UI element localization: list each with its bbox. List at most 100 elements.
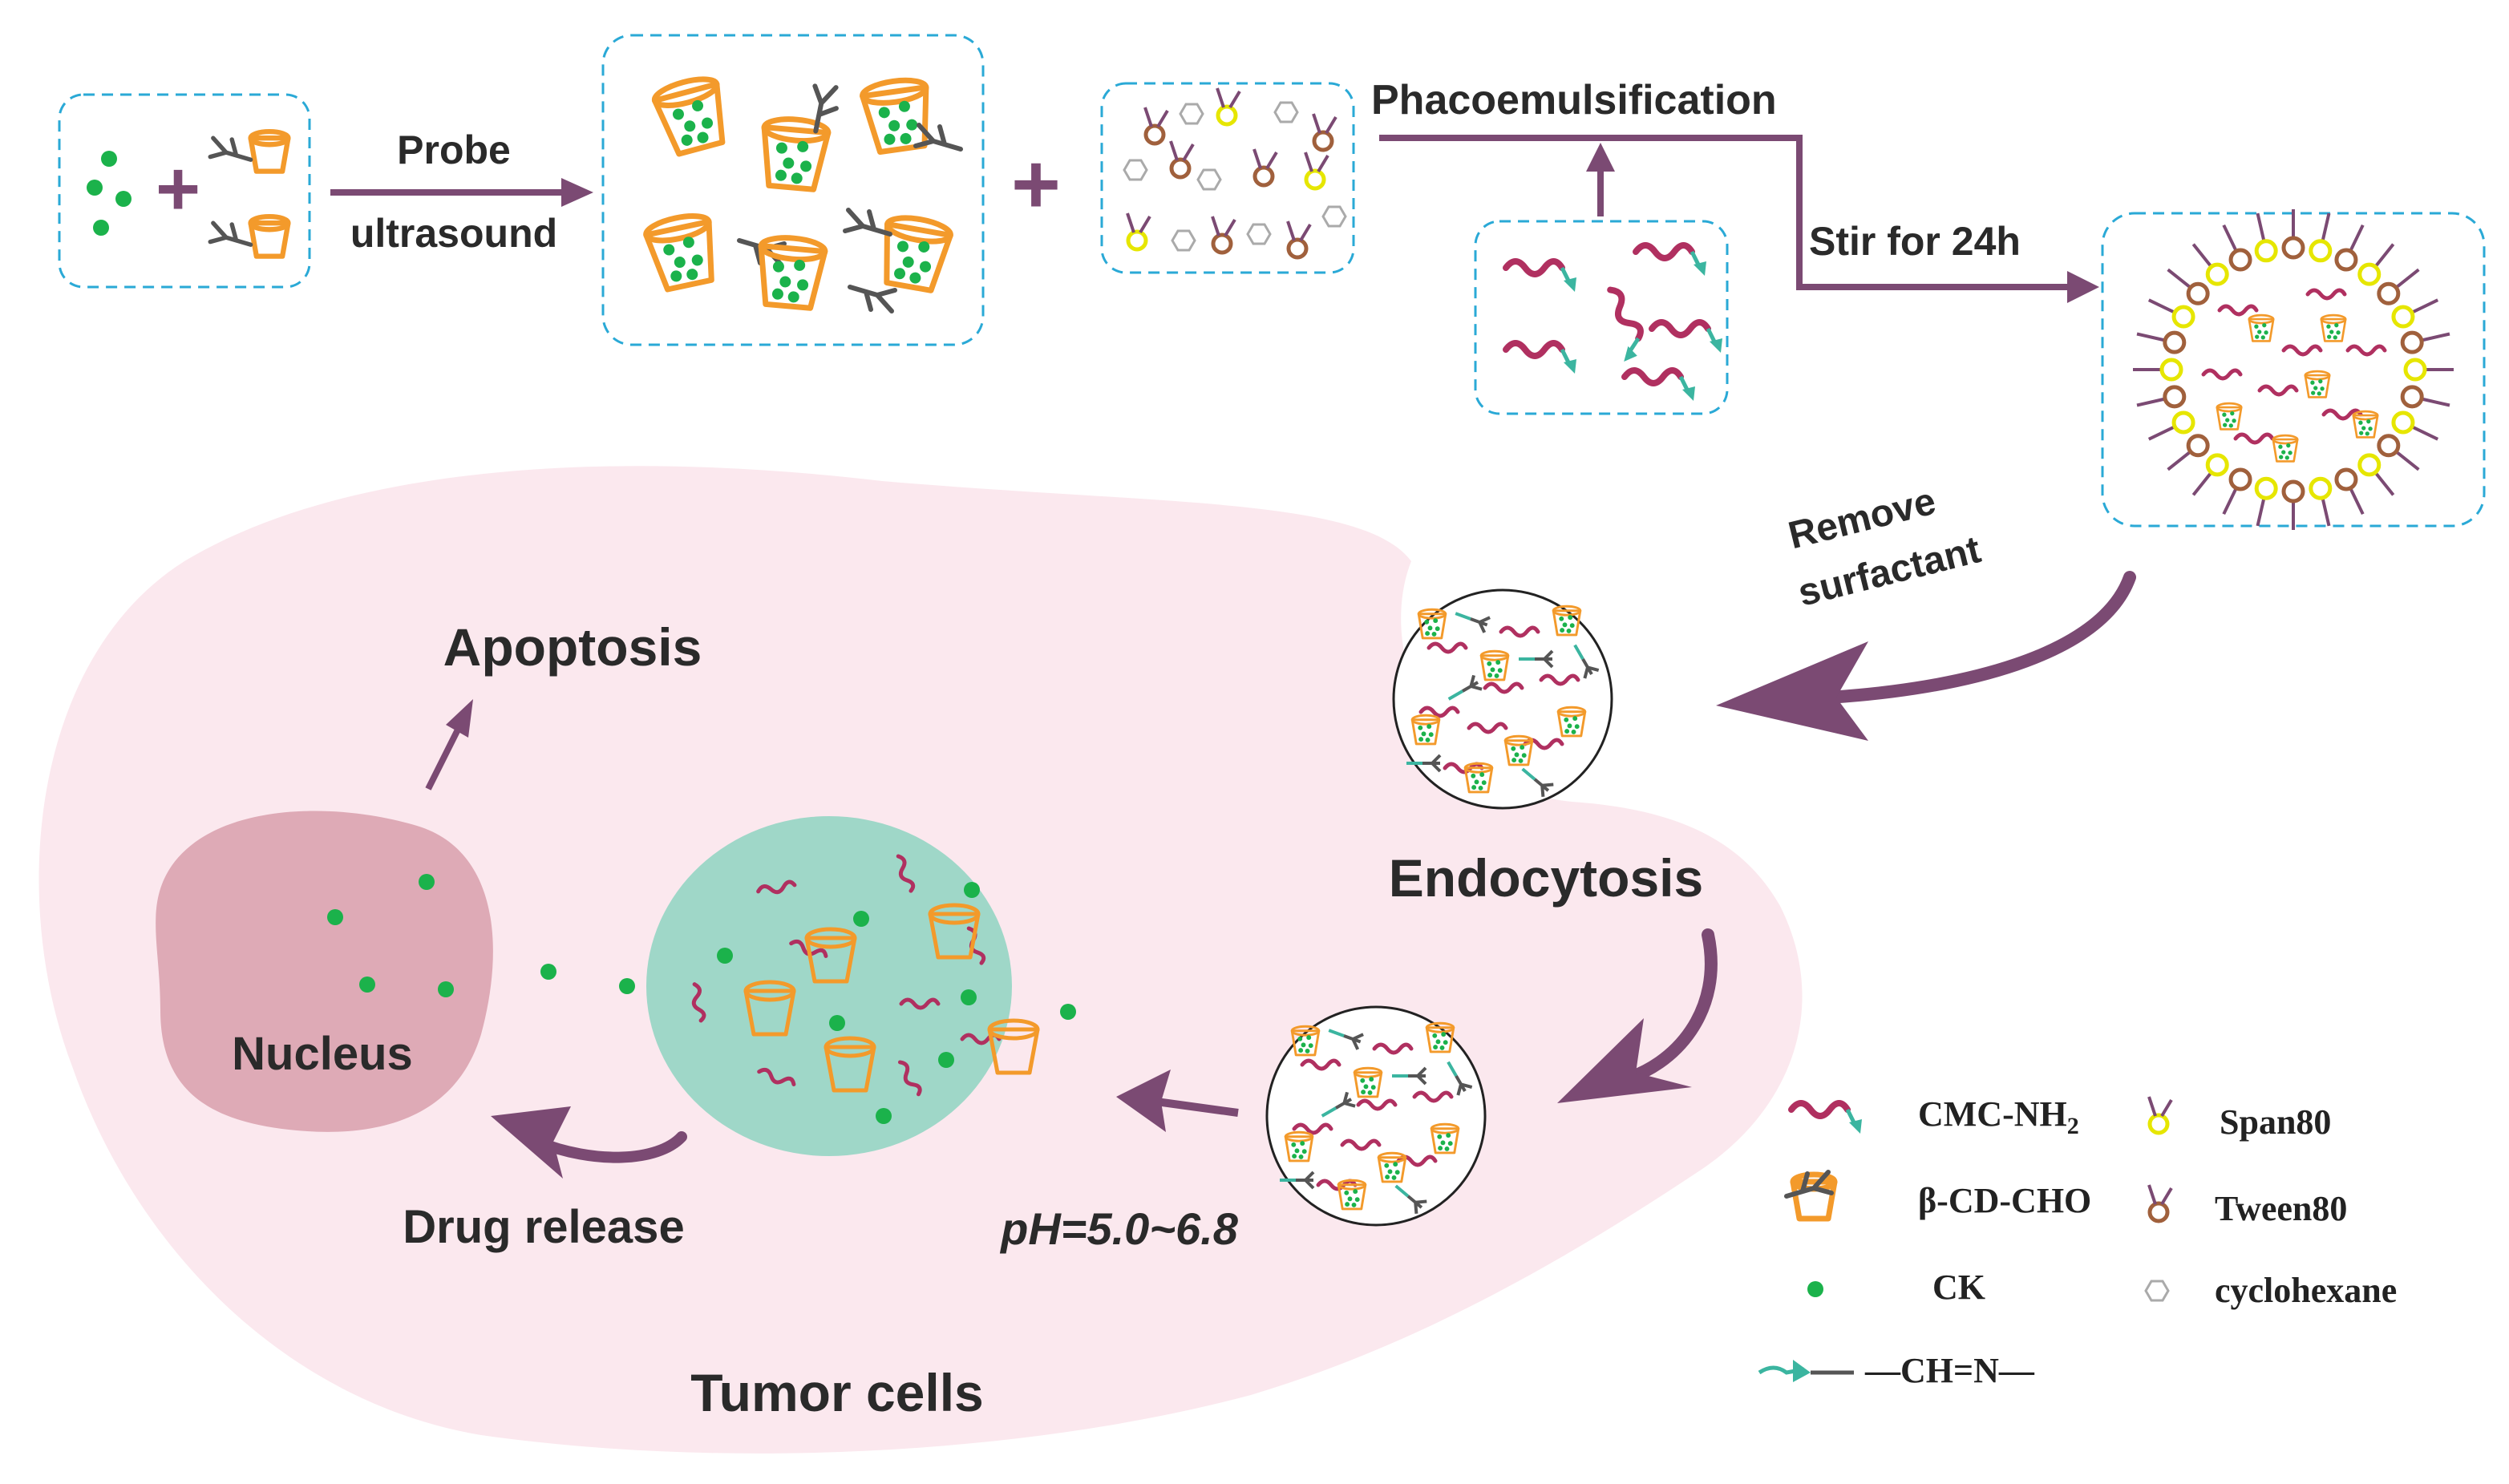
span80-head <box>2171 305 2195 329</box>
cmc-icon <box>1506 343 1576 374</box>
span80-icon <box>1305 152 1328 188</box>
box-cmc <box>1474 220 1729 415</box>
tween80-head <box>2163 385 2187 409</box>
legend-cmc-label: CMC-NH2 <box>1918 1094 2079 1139</box>
ck-icon <box>540 964 556 980</box>
cmc-fragment <box>2348 346 2385 354</box>
arrowhead <box>1716 641 1868 741</box>
span80-icon <box>1217 88 1240 124</box>
tween80-head <box>2186 434 2210 458</box>
span80-head <box>2254 239 2278 263</box>
cmc-icon <box>1636 245 1706 276</box>
tween80-icon <box>1145 107 1167 144</box>
loaded-cd-icon <box>2304 370 2331 398</box>
label-endocytosis: Endocytosis <box>1389 848 1703 908</box>
span80-head <box>2391 305 2415 329</box>
tween80-icon <box>1212 216 1235 253</box>
legend-tween80-label: Tween80 <box>2215 1189 2347 1228</box>
cyclohexane-icon <box>1321 205 1347 228</box>
microemulsion-droplet <box>2133 209 2454 530</box>
tween80-head <box>2186 281 2210 305</box>
span80-head <box>2309 476 2333 500</box>
cyclohexane-icon <box>1246 223 1272 245</box>
span80-head <box>2159 358 2183 382</box>
span80-icon <box>1127 213 1150 249</box>
surfactant-tail <box>2256 212 2266 242</box>
surfactant-tail <box>2321 497 2331 527</box>
surfactant-tail <box>2394 268 2420 289</box>
legend-bond-icon <box>1758 1365 1805 1375</box>
tail-icon <box>845 210 890 234</box>
ck-icon <box>619 978 635 994</box>
arrow-apoptosis <box>425 723 463 791</box>
surfactant-tail <box>2256 497 2266 527</box>
cyclohexane-icon <box>1171 229 1196 252</box>
legend-ck-icon <box>1807 1281 1823 1297</box>
arrowhead <box>1116 1070 1171 1132</box>
arrowhead <box>1586 143 1615 172</box>
tween80-head <box>2228 467 2252 491</box>
tween80-icon <box>1313 114 1336 150</box>
tween80-head <box>2228 248 2252 272</box>
legend-cmc-icon <box>1791 1103 1862 1134</box>
plus-sign: + <box>156 146 200 232</box>
surfactant-tail <box>2421 397 2450 407</box>
span80-head <box>2205 262 2229 286</box>
tween80-head <box>2281 479 2305 503</box>
legend-ck-label: CK <box>1932 1268 1985 1307</box>
label-ph: pH=5.0~6.8 <box>999 1203 1239 1254</box>
surfactant-tail <box>2321 212 2331 242</box>
legend-bond-label: —CH=N— <box>1864 1351 2035 1390</box>
arrowhead <box>491 1106 571 1179</box>
label-probe: Probe <box>397 127 511 172</box>
ck-icon <box>876 1108 892 1124</box>
ck-icon <box>1060 1004 1076 1020</box>
surfactant-tail <box>2394 450 2420 471</box>
surfactant-tail <box>2421 332 2450 342</box>
ck-icon <box>438 981 454 997</box>
label-nucleus: Nucleus <box>232 1028 413 1080</box>
cyclohexane-icon <box>1196 168 1222 191</box>
surfactant-tail <box>2373 471 2395 496</box>
span80-head <box>2403 358 2427 382</box>
arrow-phaco-stir <box>1379 135 2070 290</box>
tween80-head <box>2377 281 2401 305</box>
surfactant-tail <box>2349 224 2365 253</box>
arrowhead <box>561 178 593 207</box>
cyclohexane-icon <box>1273 101 1299 123</box>
span80-head <box>2254 476 2278 500</box>
surfactant-tail <box>2136 397 2166 407</box>
cyclohexane-icon <box>1179 103 1204 125</box>
loaded-cd-icon <box>2248 313 2275 342</box>
ck-icon <box>93 220 109 236</box>
ck-icon <box>717 948 733 964</box>
label-ultrasound: ultrasound <box>350 211 557 256</box>
ck-icon <box>115 191 132 207</box>
plus-sign-2: + <box>1011 137 1061 232</box>
endosome-vesicle <box>646 816 1012 1156</box>
cmc-icon <box>1506 261 1576 292</box>
legend-bcd-label: β-CD-CHO <box>1918 1181 2091 1220</box>
cmc-icon <box>1652 322 1722 353</box>
ck-icon <box>964 882 980 898</box>
span80-head <box>2391 410 2415 435</box>
tween80-head <box>2400 385 2424 409</box>
arrow-endocytosis <box>1613 928 1718 1087</box>
cmc-fragment <box>2284 346 2321 354</box>
surfactant-tail <box>2410 425 2439 441</box>
surfactant-tail <box>2410 298 2439 314</box>
tween80-head <box>2400 330 2424 354</box>
cmc-fragment <box>2220 306 2256 314</box>
arrow-ph <box>1155 1098 1239 1117</box>
ck-icon <box>101 151 117 167</box>
nucleus <box>156 811 493 1132</box>
ck-icon <box>419 874 435 890</box>
arrow-remove <box>1822 571 2136 704</box>
cmc-icon <box>1589 287 1651 363</box>
legend-span80-icon <box>2149 1097 2171 1133</box>
surfactant-tail <box>2191 243 2213 269</box>
label-tumor-cells: Tumor cells <box>690 1363 984 1422</box>
loaded-cd-icon <box>2272 434 2299 463</box>
label-apoptosis: Apoptosis <box>443 617 702 677</box>
